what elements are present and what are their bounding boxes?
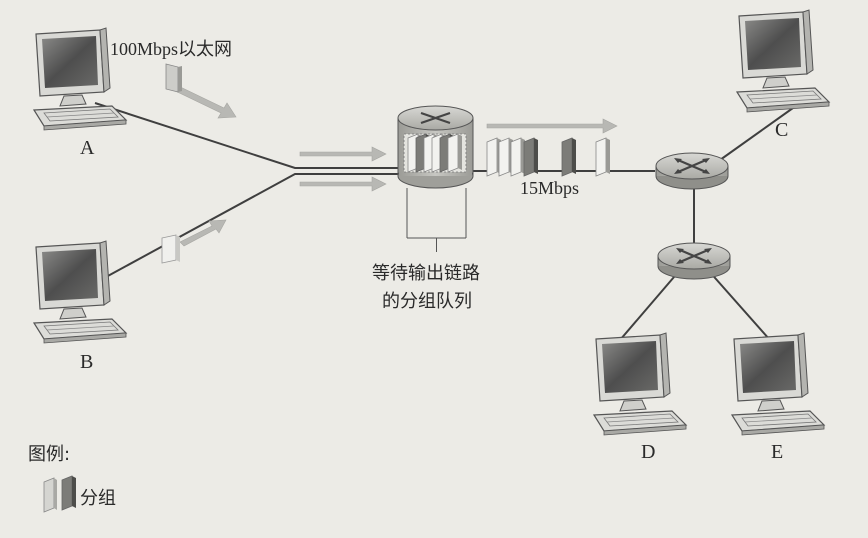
packet-from-b <box>161 234 180 264</box>
traffic-arrows <box>166 81 618 247</box>
queue-label-line2: 的分组队列 <box>382 291 472 312</box>
router-lower <box>656 241 732 281</box>
label-host-c: C <box>775 119 789 141</box>
router-upper <box>654 151 730 191</box>
computer-b <box>33 240 127 344</box>
arrow-in-2 <box>299 176 387 192</box>
legend-packet-icon <box>43 475 76 513</box>
label-bottleneck: 15Mbps <box>520 178 580 198</box>
link-a <box>94 102 410 169</box>
link-c <box>719 102 801 161</box>
arrow-in-1 <box>299 146 387 162</box>
label-ethernet: 100Mbps以太网 <box>110 39 233 59</box>
queue-bracket <box>406 188 467 252</box>
arrow-out <box>486 118 618 134</box>
queue-router <box>397 105 474 189</box>
computer-e <box>731 332 825 436</box>
link-b <box>94 173 410 284</box>
label-host-d: D <box>641 441 656 463</box>
computer-c <box>736 9 830 113</box>
queue-label-line1: 等待输出链路 <box>372 263 480 284</box>
arrow-from-b <box>179 219 227 247</box>
label-host-b: B <box>80 351 94 373</box>
label-host-a: A <box>80 137 95 159</box>
computer-d <box>593 332 687 436</box>
link-d <box>619 269 681 341</box>
label-host-e: E <box>771 441 784 463</box>
legend-title: 图例: <box>28 444 71 465</box>
link-e <box>707 269 771 341</box>
queued-packets <box>407 133 463 173</box>
packet-from-a <box>165 63 182 93</box>
legend-packet-label: 分组 <box>80 488 116 509</box>
